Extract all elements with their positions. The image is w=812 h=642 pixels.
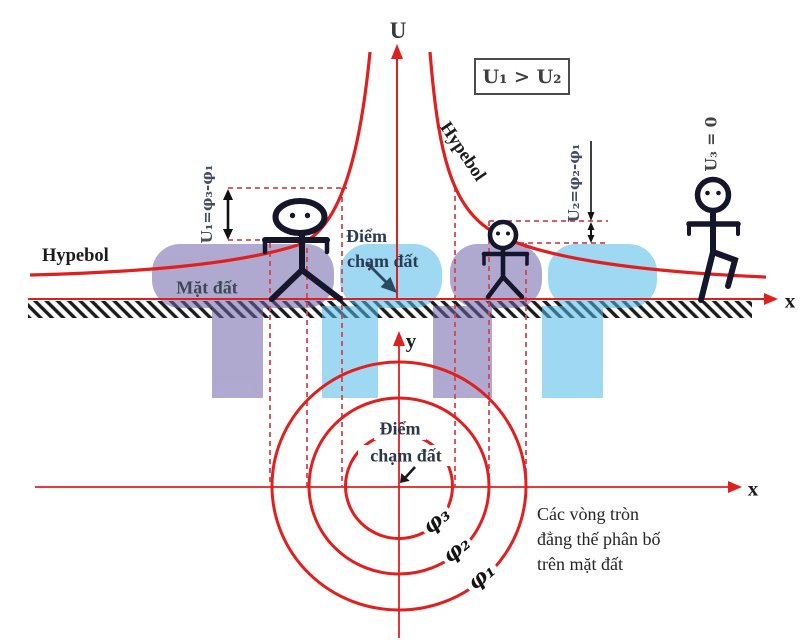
person-right-eye xyxy=(705,190,710,196)
top-touch-point-label-line1: Điểm xyxy=(346,226,387,246)
caption-line2: đẳng thế phân bố xyxy=(537,529,661,549)
person-right-eye xyxy=(716,190,721,196)
inequality-text: U₁ > U₂ xyxy=(482,65,562,88)
person-middle xyxy=(481,219,530,300)
person-left-eye xyxy=(289,212,296,219)
person-left-eye xyxy=(304,212,311,219)
u2-annotation: U₂=φ₂-φ₁ xyxy=(565,143,583,223)
person-right xyxy=(686,176,741,303)
bottom-x-axis-label: x xyxy=(747,476,759,501)
top-x-axis-label: x xyxy=(784,288,796,313)
caption-line3: trên mặt đất xyxy=(537,554,623,574)
inequality-box: U₁ > U₂ xyxy=(474,58,570,95)
top-touch-arrow xyxy=(365,261,397,293)
bottom-touch-point-label-line1: Điểm xyxy=(379,418,421,439)
hyperbola-left-branch xyxy=(29,51,372,277)
person-middle-eye xyxy=(496,231,500,236)
bottom-axes xyxy=(35,331,742,638)
u1-double-arrow xyxy=(223,189,233,240)
top-axes xyxy=(28,44,778,305)
watermark xyxy=(152,244,657,398)
u2-measure-lines xyxy=(587,141,595,243)
caption-line1: Các vòng tròn xyxy=(537,504,639,524)
ground-label: Mặt đất xyxy=(176,277,238,298)
bottom-touch-arrow xyxy=(400,466,416,483)
bottom-y-axis-label: y xyxy=(405,328,417,353)
u1-annotation: U₁=φ₃-φ₁ xyxy=(198,164,216,244)
bottom-touch-point-label-line2: chạm đất xyxy=(370,445,442,466)
person-left xyxy=(262,198,343,302)
hyperbola-label-left: Hypebol xyxy=(42,246,109,266)
u3-annotation: U₃ = 0 xyxy=(701,116,721,172)
dashed-guides xyxy=(228,187,608,486)
person-middle-eye xyxy=(506,231,510,236)
u-axis-label: U xyxy=(389,18,407,43)
label-masks xyxy=(358,419,504,598)
top-touch-point-label-line2: chạm đất xyxy=(347,251,419,271)
